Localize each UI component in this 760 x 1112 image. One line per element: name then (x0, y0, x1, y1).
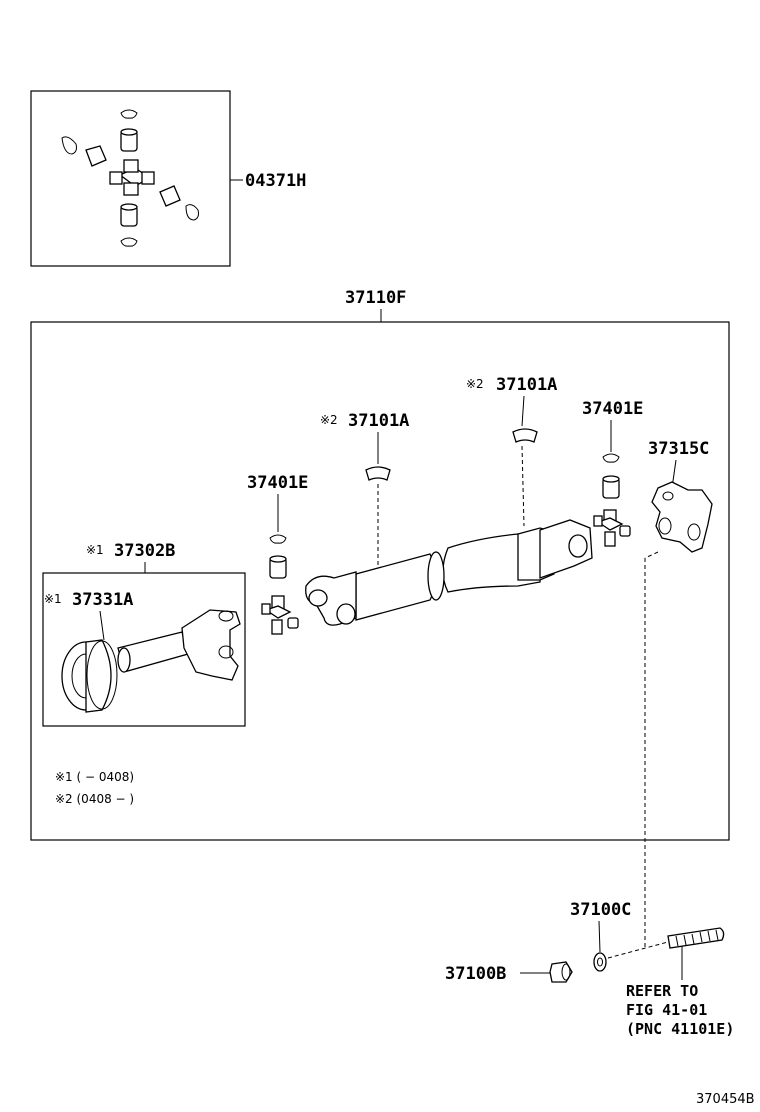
reference-line-3: (PNC 41101E) (626, 1020, 734, 1038)
note-line-1: ※1 ( − 0408) (55, 770, 134, 784)
part-label-37101a-lower: 37101A (348, 411, 409, 431)
part-label-37401e-left: 37401E (247, 473, 308, 493)
propeller-shaft-drawing (305, 519, 593, 626)
note-mark-1-sleeve: ※1 (86, 543, 104, 557)
part-label-37315c: 37315C (648, 439, 709, 459)
reference-line-1: REFER TO (626, 982, 698, 1000)
part-label-37100b: 37100B (445, 964, 506, 984)
spider-kit-drawing (61, 109, 199, 247)
part-label-37401e-right: 37401E (582, 399, 643, 419)
note-line-2: ※2 (0408 − ) (55, 792, 134, 806)
spider-right-drawing (593, 509, 631, 547)
part-label-37331a: 37331A (72, 590, 133, 610)
note-mark-2-upper: ※2 (466, 377, 484, 391)
washer-drawing (593, 952, 607, 972)
figure-id: 370454B (696, 1092, 755, 1107)
sleeve-yoke-box (42, 572, 246, 727)
note-mark-1-seal: ※1 (44, 592, 62, 606)
part-label-37110f: 37110F (345, 288, 406, 308)
stud-bolt-drawing (667, 927, 725, 949)
note-mark-2-lower: ※2 (320, 413, 338, 427)
nut-drawing (549, 961, 573, 983)
reference-line-2: FIG 41-01 (626, 1001, 707, 1019)
part-label-04371h: 04371H (245, 171, 306, 191)
part-label-37101a-upper: 37101A (496, 375, 557, 395)
sleeve-yoke-drawing (61, 609, 241, 713)
spider-kit-box (30, 90, 231, 267)
part-label-37100c: 37100C (570, 900, 631, 920)
flange-yoke-drawing (651, 481, 713, 553)
part-label-37302b: 37302B (114, 541, 175, 561)
spider-left-drawing (261, 595, 299, 635)
shaft-assy-box (30, 321, 730, 841)
